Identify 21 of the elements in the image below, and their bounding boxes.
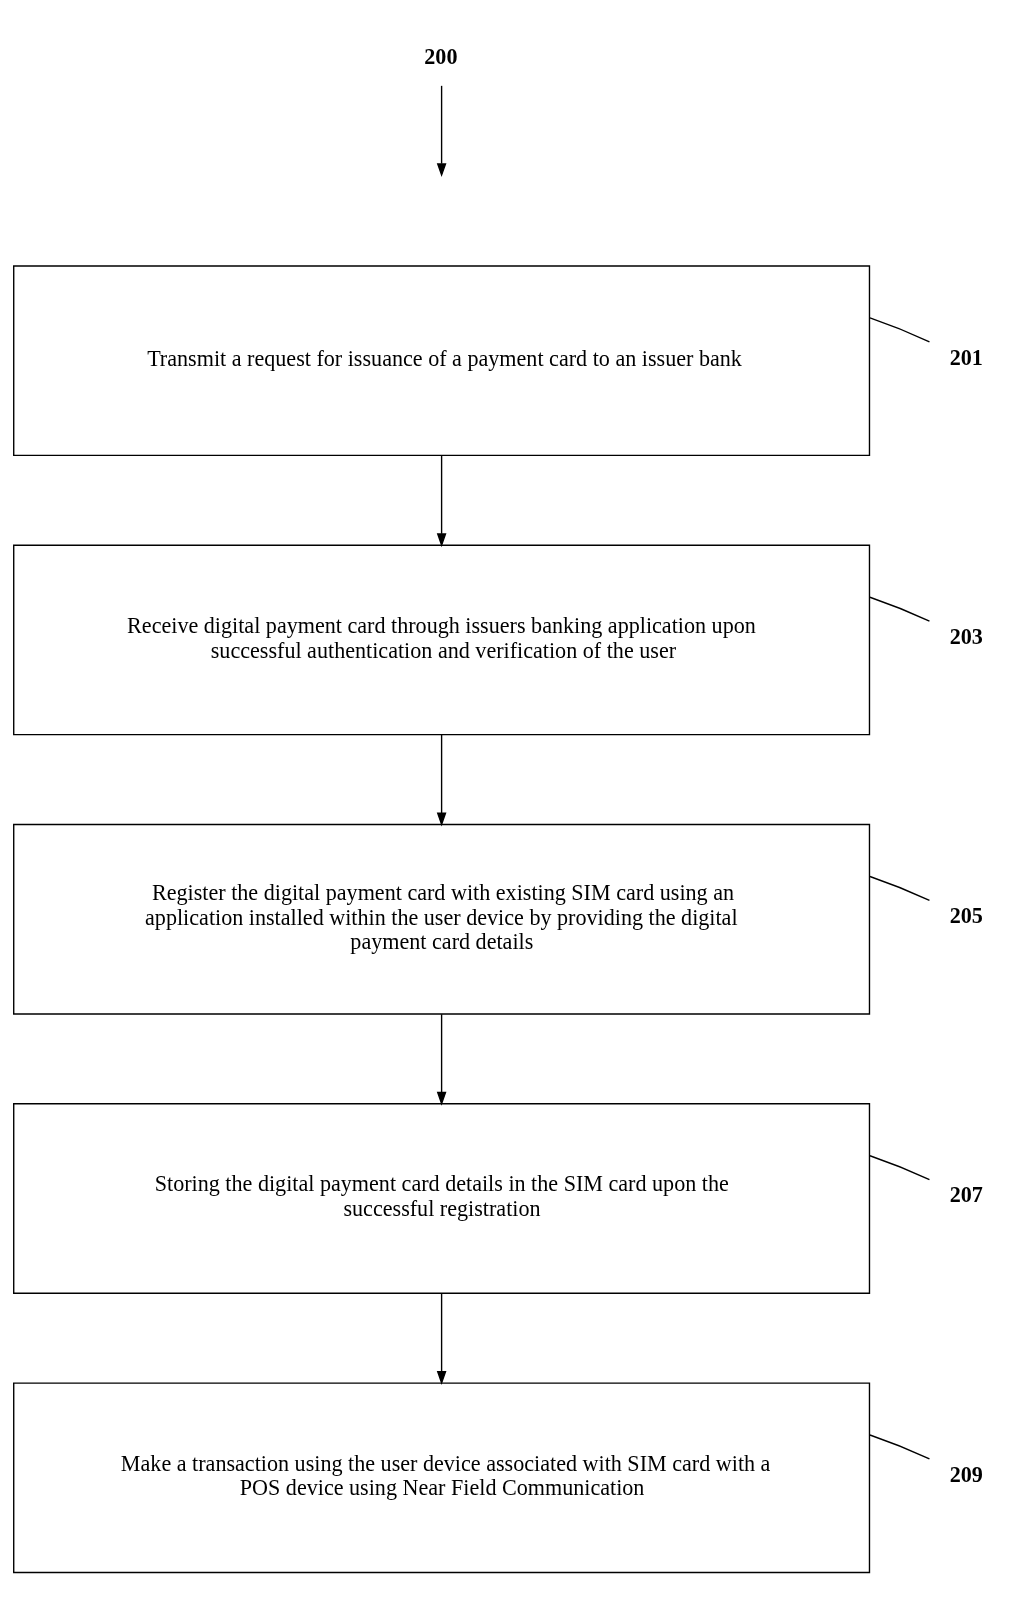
connector: [869, 596, 931, 622]
node-box: Receive digital payment card through issuers banking application upon successful authentication and verification of the user: [13, 544, 871, 736]
connector: [869, 1155, 931, 1181]
node-text: 200: [424, 44, 458, 70]
node-text: 201: [949, 344, 983, 370]
arrow: [436, 85, 447, 178]
arrow: [436, 1292, 447, 1385]
connector: [869, 317, 931, 343]
arrow: [436, 734, 447, 827]
arrow: [436, 1013, 447, 1106]
connector: [869, 875, 931, 902]
node-box: Storing the digital payment card details in the SIM card upon the successful registration: [13, 1103, 871, 1294]
node-text: 203: [949, 623, 983, 649]
node-text: 207: [949, 1182, 983, 1208]
node-box: Make a transaction using the user device associated with SIM card with a POS device using Near Field Communication: [13, 1382, 871, 1574]
arrow: [436, 455, 447, 548]
node-text: 209: [949, 1461, 983, 1487]
node-box: Register the digital payment card with existing SIM card using an application installed within the user device by providing the digital payment card details: [13, 823, 871, 1015]
node-box: Transmit a request for issuance of a payment card to an issuer bank: [13, 265, 871, 457]
connector: [869, 1434, 931, 1460]
node-text: 205: [949, 903, 983, 929]
